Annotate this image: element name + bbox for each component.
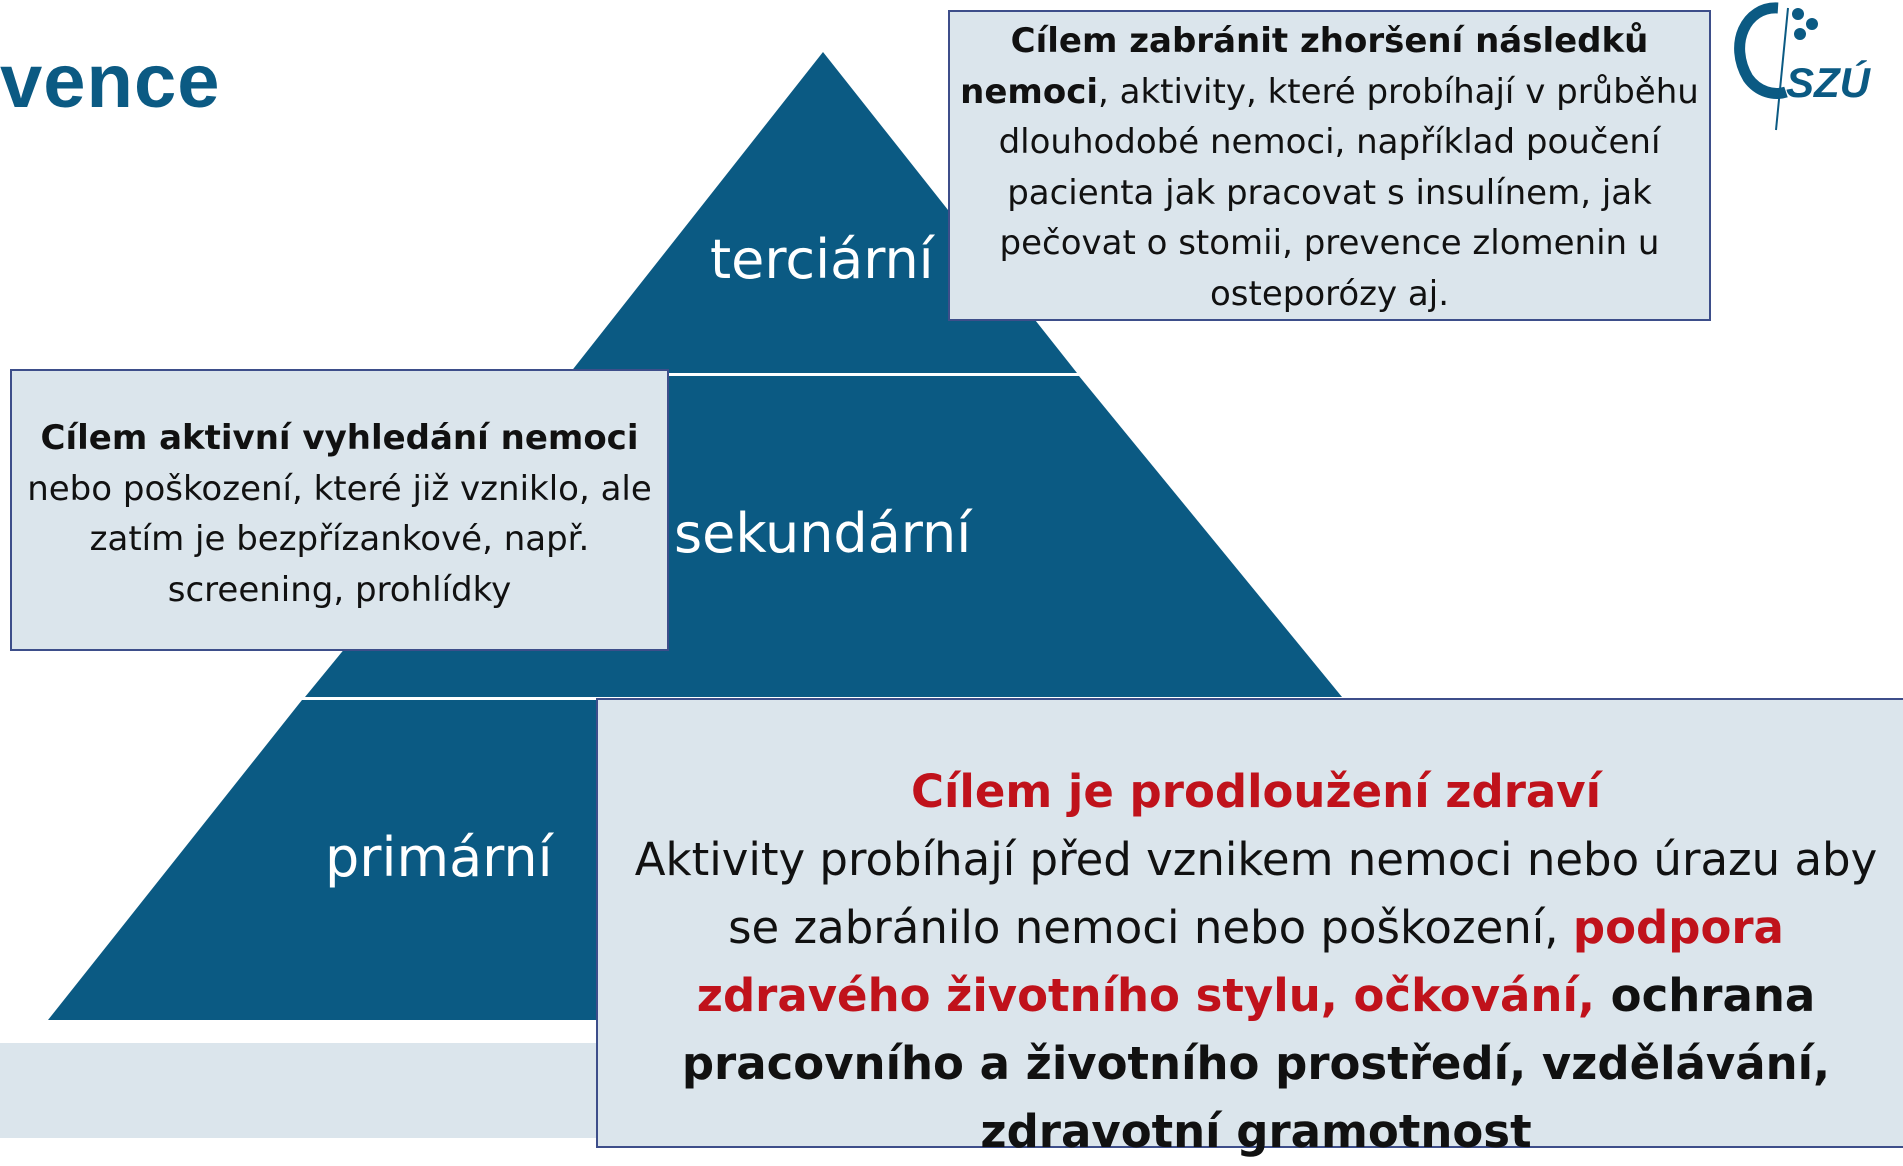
primary-text: Aktivity probíhají před vznikem nemoci n… xyxy=(634,833,1878,954)
tertiary-text: , aktivity, které probíhají v průběhu dl… xyxy=(998,71,1699,314)
secondary-description-box: Cílem aktivní vyhledání nemoci nebo pošk… xyxy=(10,369,669,651)
tertiary-description-box: Cílem zabránit zhoršení následků nemoci,… xyxy=(948,10,1711,321)
pyramid-label-primary: primární xyxy=(325,826,553,889)
primary-bold-text: ochrana pracovního a životního prostředí… xyxy=(681,969,1831,1158)
primary-goal: Cílem je prodloužení zdraví xyxy=(910,765,1602,818)
pyramid-label-tertiary: terciární xyxy=(710,228,934,291)
logo-text: SZÚ xyxy=(1786,59,1872,106)
secondary-text: nebo poškození, které již vzniklo, ale z… xyxy=(27,468,652,610)
primary-description-box: Cílem je prodloužení zdraví Aktivity pro… xyxy=(596,698,1903,1158)
szu-logo-icon: SZÚ xyxy=(1734,2,1872,131)
slide-title: vence xyxy=(0,39,221,124)
tertiary-goal: Cílem zabránit zhoršení následků nemoci xyxy=(960,21,1649,112)
pyramid-label-secondary: sekundární xyxy=(674,502,972,565)
primary-red-highlight: podpora zdravého životního stylu, očková… xyxy=(696,901,1784,1022)
secondary-goal: Cílem aktivní vyhledání nemoci xyxy=(40,418,639,458)
